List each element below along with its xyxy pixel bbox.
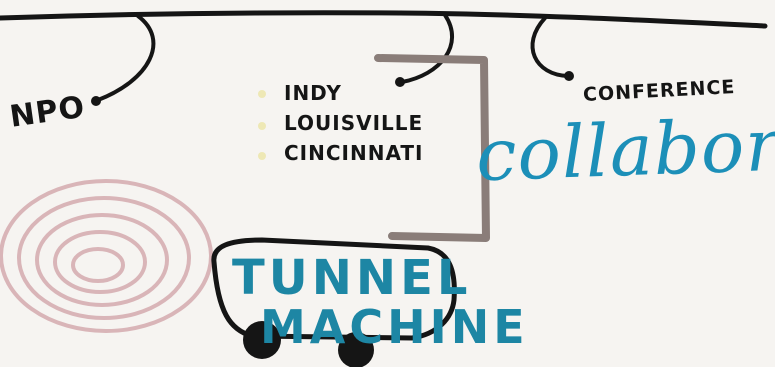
cities-list: INDY LOUISVILLE CINCINNATI — [284, 78, 423, 168]
npo-branch — [98, 16, 153, 100]
tunnel-word: TUNNEL — [232, 250, 471, 306]
conference-branch — [533, 18, 568, 76]
top-line — [0, 13, 765, 26]
city-bullets — [258, 90, 266, 160]
conference-dot — [564, 71, 574, 81]
spiral-doodle — [1, 181, 211, 331]
city-cincinnati: CINCINNATI — [284, 138, 423, 168]
npo-dot — [91, 96, 101, 106]
city-louisville: LOUISVILLE — [284, 108, 423, 138]
city-indy: INDY — [284, 78, 423, 108]
machine-word: MACHINE — [260, 300, 529, 354]
collab-word: collabor — [475, 103, 775, 198]
cities-branch — [402, 15, 452, 82]
